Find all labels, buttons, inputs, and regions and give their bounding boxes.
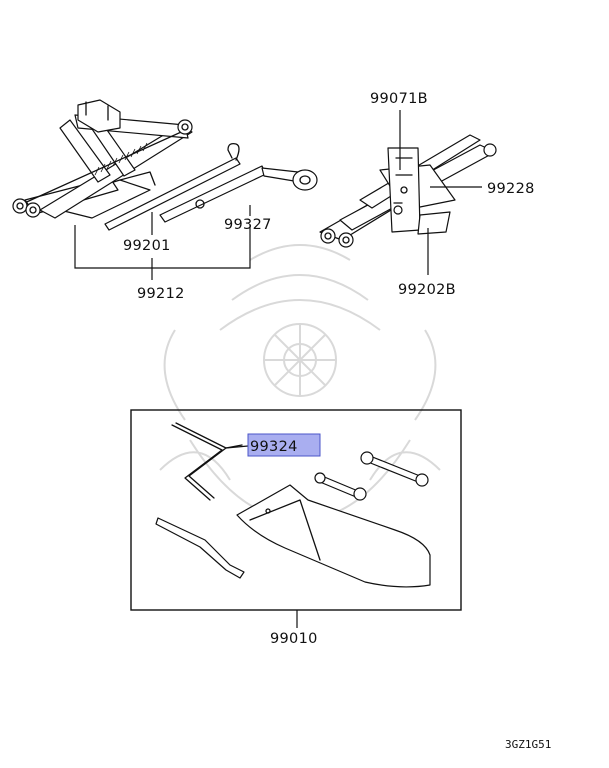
part-label-99212: 99212 — [137, 286, 185, 302]
pry-bar-illustration — [155, 517, 245, 579]
scissor-jack-illustration — [12, 99, 193, 219]
part-label-99010: 99010 — [270, 631, 318, 647]
crank-rod-illustration — [171, 422, 243, 501]
part-label-99228: 99228 — [487, 181, 535, 197]
tool-bag-illustration — [236, 484, 431, 588]
wheel-nut-wrench — [159, 165, 318, 223]
jack-bracket-assembly — [319, 134, 497, 248]
part-label-99201: 99201 — [123, 238, 171, 254]
part-label-99071b: 99071B — [370, 91, 428, 107]
leader-lines-top — [74, 110, 482, 280]
part-label-99327: 99327 — [224, 217, 272, 233]
part-label-99202b: 99202B — [398, 282, 456, 298]
toolkit-box — [130, 409, 462, 611]
part-label-99324[interactable]: 99324 — [250, 439, 298, 455]
leader-99324 — [225, 445, 249, 449]
highlight-box-99324[interactable] — [247, 433, 321, 457]
jack-handle-bar — [104, 142, 241, 231]
diagram-code: 3GZ1G51 — [505, 738, 551, 751]
wrenches-illustration — [314, 451, 429, 501]
